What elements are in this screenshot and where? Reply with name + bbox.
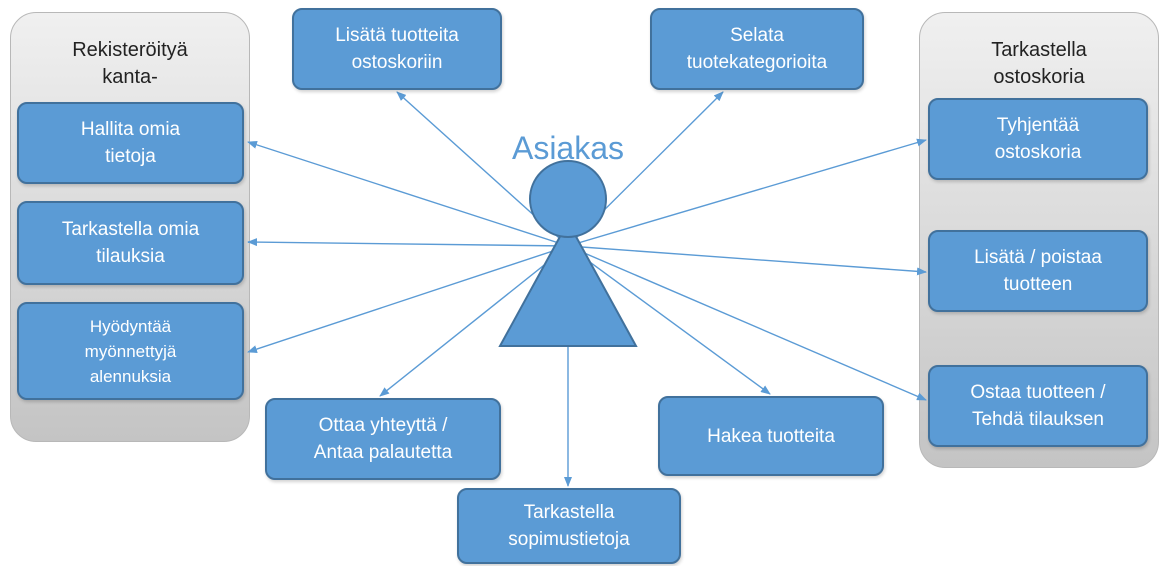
use-case-use-discounts: Hyödyntää myönnettyjä alennuksia xyxy=(17,302,244,400)
arrow-to-manage-info xyxy=(247,140,569,247)
use-case-add-to-cart: Lisätä tuotteita ostoskoriin xyxy=(292,8,502,90)
arrow-to-use-discounts xyxy=(247,245,569,353)
use-case-view-contract: Tarkastella sopimustietoja xyxy=(457,488,681,564)
actor-label: Asiakas xyxy=(511,130,625,166)
arrow-to-buy-product xyxy=(567,245,927,401)
use-case-empty-cart: Tyhjentää ostoskoria xyxy=(928,98,1148,180)
arrow-to-add-remove-product xyxy=(567,245,927,276)
arrow-to-contact xyxy=(379,245,569,397)
arrow-to-view-orders xyxy=(247,238,569,247)
actor-figure xyxy=(498,160,638,347)
actor-body xyxy=(498,219,638,347)
use-case-search-products: Hakea tuotteita xyxy=(658,396,884,476)
use-case-add-remove-product: Lisätä / poistaa tuotteen xyxy=(928,230,1148,312)
arrow-to-search-products xyxy=(567,245,771,395)
use-case-buy-product: Ostaa tuotteen / Tehdä tilauksen xyxy=(928,365,1148,447)
use-case-browse-categories: Selata tuotekategorioita xyxy=(650,8,864,90)
registered-customer-group-title: Rekisteröityä kanta- xyxy=(72,39,188,88)
arrow-to-empty-cart xyxy=(567,138,927,247)
actor-head xyxy=(529,160,607,238)
view-cart-group-title: Tarkastella ostoskoria xyxy=(991,39,1087,88)
use-case-view-orders: Tarkastella omia tilauksia xyxy=(17,201,244,285)
use-case-contact: Ottaa yhteyttä / Antaa palautetta xyxy=(265,398,501,480)
use-case-manage-info: Hallita omia tietoja xyxy=(17,102,244,184)
